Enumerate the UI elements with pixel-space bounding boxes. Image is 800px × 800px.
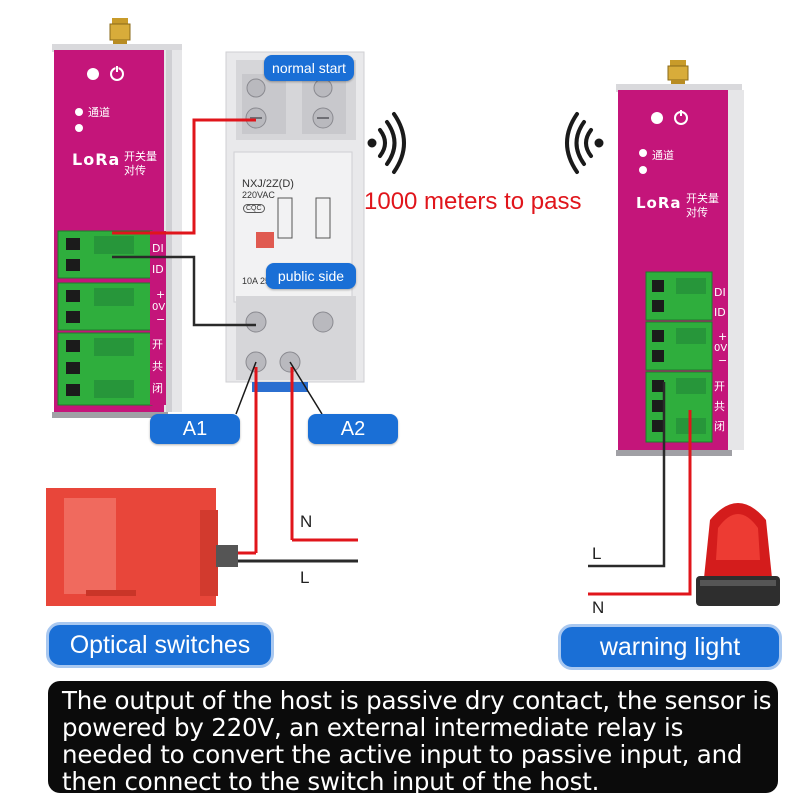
relay-cqc-mark: CQC xyxy=(243,204,265,213)
right-terminal-id: ID xyxy=(714,306,726,319)
right-terminal-plus: + xyxy=(718,330,728,343)
right-terminal-di: DI xyxy=(714,286,726,299)
public-side-callout: public side xyxy=(266,263,356,289)
left-terminal-close: 闭 xyxy=(152,382,163,395)
left-channel-label: 通道 xyxy=(88,106,110,119)
a2-callout: A2 xyxy=(308,414,398,444)
distance-text: 1000 meters to pass xyxy=(364,188,582,215)
left-lora-device xyxy=(52,44,182,418)
right-lora-device xyxy=(616,84,744,456)
signal-left-icon xyxy=(367,112,406,174)
right-terminal-open: 开 xyxy=(714,380,725,393)
relay-rating: 10A 25 xyxy=(242,276,271,286)
left-switch-qty-line2: 对传 xyxy=(124,164,146,177)
wire-label-l-right: L xyxy=(592,544,602,563)
right-terminal-0v: 0V xyxy=(714,343,728,354)
wire-label-n-left: N xyxy=(300,512,313,531)
warning-light-label: warning light xyxy=(558,624,782,670)
signal-right-icon xyxy=(565,112,604,174)
left-terminal-minus: − xyxy=(156,313,166,326)
left-switch-qty-line1: 开关量 xyxy=(124,150,157,163)
warning-light-icon xyxy=(696,503,780,606)
left-terminal-common: 共 xyxy=(152,360,163,373)
right-terminal-common: 共 xyxy=(714,400,725,413)
right-switch-qty-line1: 开关量 xyxy=(686,192,719,205)
relay-voltage: 220VAC xyxy=(242,190,275,200)
left-terminal-di: DI xyxy=(152,242,164,255)
left-terminal-0v: 0V xyxy=(152,302,166,313)
description-caption: The output of the host is passive dry co… xyxy=(48,681,778,795)
normal-start-callout: normal start xyxy=(264,55,354,81)
intermediate-relay xyxy=(225,51,365,392)
optical-switch-sensor xyxy=(46,488,238,606)
right-antenna-icon xyxy=(667,60,689,88)
right-lora-logo: LoRa xyxy=(636,194,682,212)
right-wires xyxy=(588,382,692,596)
wire-label-n-right: N xyxy=(592,598,605,617)
left-terminal-open: 开 xyxy=(152,338,163,351)
right-channel-label: 通道 xyxy=(652,149,674,162)
left-terminal-plus: + xyxy=(156,288,166,301)
left-wires xyxy=(112,118,358,563)
wire-label-l-left: L xyxy=(300,568,310,587)
left-antenna-icon xyxy=(109,18,131,48)
right-switch-qty-line2: 对传 xyxy=(686,206,708,219)
right-terminal-minus: − xyxy=(718,354,728,367)
optical-switches-label: Optical switches xyxy=(46,622,274,668)
a1-callout: A1 xyxy=(150,414,240,444)
right-terminal-close: 闭 xyxy=(714,420,725,433)
left-lora-logo: LoRa xyxy=(72,150,121,169)
relay-model: NXJ/2Z(D) xyxy=(242,178,294,190)
left-terminal-id: ID xyxy=(152,263,164,276)
